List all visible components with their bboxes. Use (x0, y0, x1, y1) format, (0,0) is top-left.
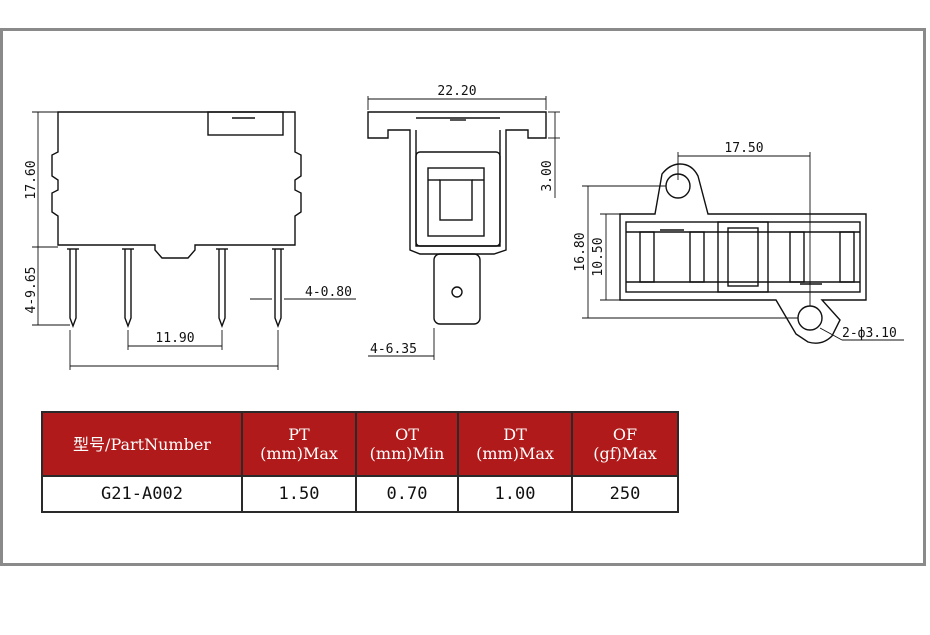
dim-hole-spacing: 17.50 (724, 141, 763, 156)
dim-pin-length: 4-9.65 (24, 267, 39, 314)
front-view-dims (32, 111, 356, 370)
side-view-dims (367, 96, 560, 360)
side-view (367, 111, 547, 325)
header-part-number: 型号/PartNumber (41, 411, 243, 477)
header-pt: PT(mm)Max (241, 411, 357, 477)
cell-dt: 1.00 (457, 475, 573, 513)
dim-left-height: 17.60 (24, 160, 39, 199)
cell-of: 250 (571, 475, 679, 513)
spec-data-row: G21-A002 1.50 0.70 1.00 250 (41, 475, 679, 513)
spec-header-row: 型号/PartNumber PT(mm)Max OT(mm)Min DT(mm)… (41, 411, 679, 477)
header-dt: DT(mm)Max (457, 411, 573, 477)
top-view (619, 163, 867, 344)
header-ot: OT(mm)Min (355, 411, 459, 477)
spec-table: 型号/PartNumber PT(mm)Max OT(mm)Min DT(mm)… (41, 411, 679, 513)
dim-terminal-width: 4-6.35 (370, 342, 417, 357)
front-view (51, 111, 302, 328)
dim-tab-height: 3.00 (540, 160, 555, 191)
dim-top-width: 22.20 (437, 84, 476, 99)
cell-pt: 1.50 (241, 475, 357, 513)
header-of: OF(gf)Max (571, 411, 679, 477)
dim-pin-spacing: 11.90 (155, 331, 194, 346)
dim-hole-dia: 2-ф3.10 (842, 326, 897, 341)
dim-inner-height: 10.50 (591, 237, 606, 276)
cell-ot: 0.70 (355, 475, 459, 513)
cell-part-number: G21-A002 (41, 475, 243, 513)
dim-right-height: 16.80 (573, 232, 588, 271)
dim-pin-width: 4-0.80 (305, 285, 352, 300)
top-view-dims (582, 152, 904, 341)
